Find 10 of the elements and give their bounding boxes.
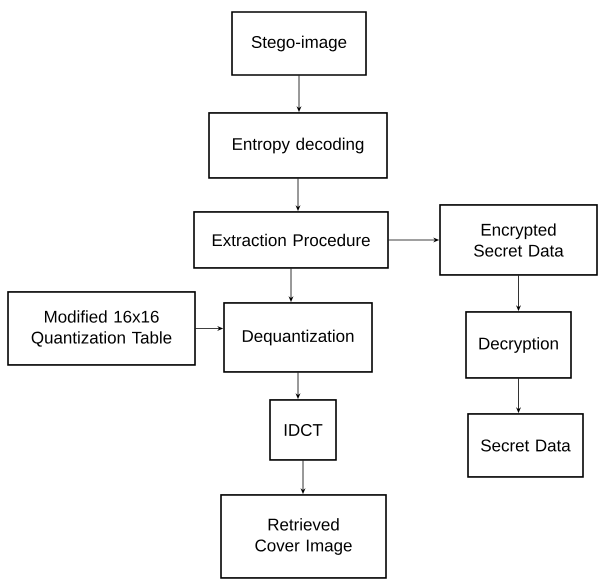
process-box: Secret Data bbox=[467, 413, 584, 478]
process-box: Dequantization bbox=[223, 302, 373, 373]
process-box: Stego-image bbox=[231, 11, 367, 76]
process-box: Entropy decoding bbox=[208, 112, 388, 179]
process-box: Encrypted Secret Data bbox=[439, 204, 598, 276]
process-box: Decryption bbox=[465, 311, 572, 379]
process-box: Retrieved Cover Image bbox=[220, 494, 387, 579]
process-box: Extraction Procedure bbox=[193, 211, 389, 269]
process-box: Modified 16x16 Quantization Table bbox=[7, 291, 196, 366]
process-box: IDCT bbox=[269, 399, 337, 461]
